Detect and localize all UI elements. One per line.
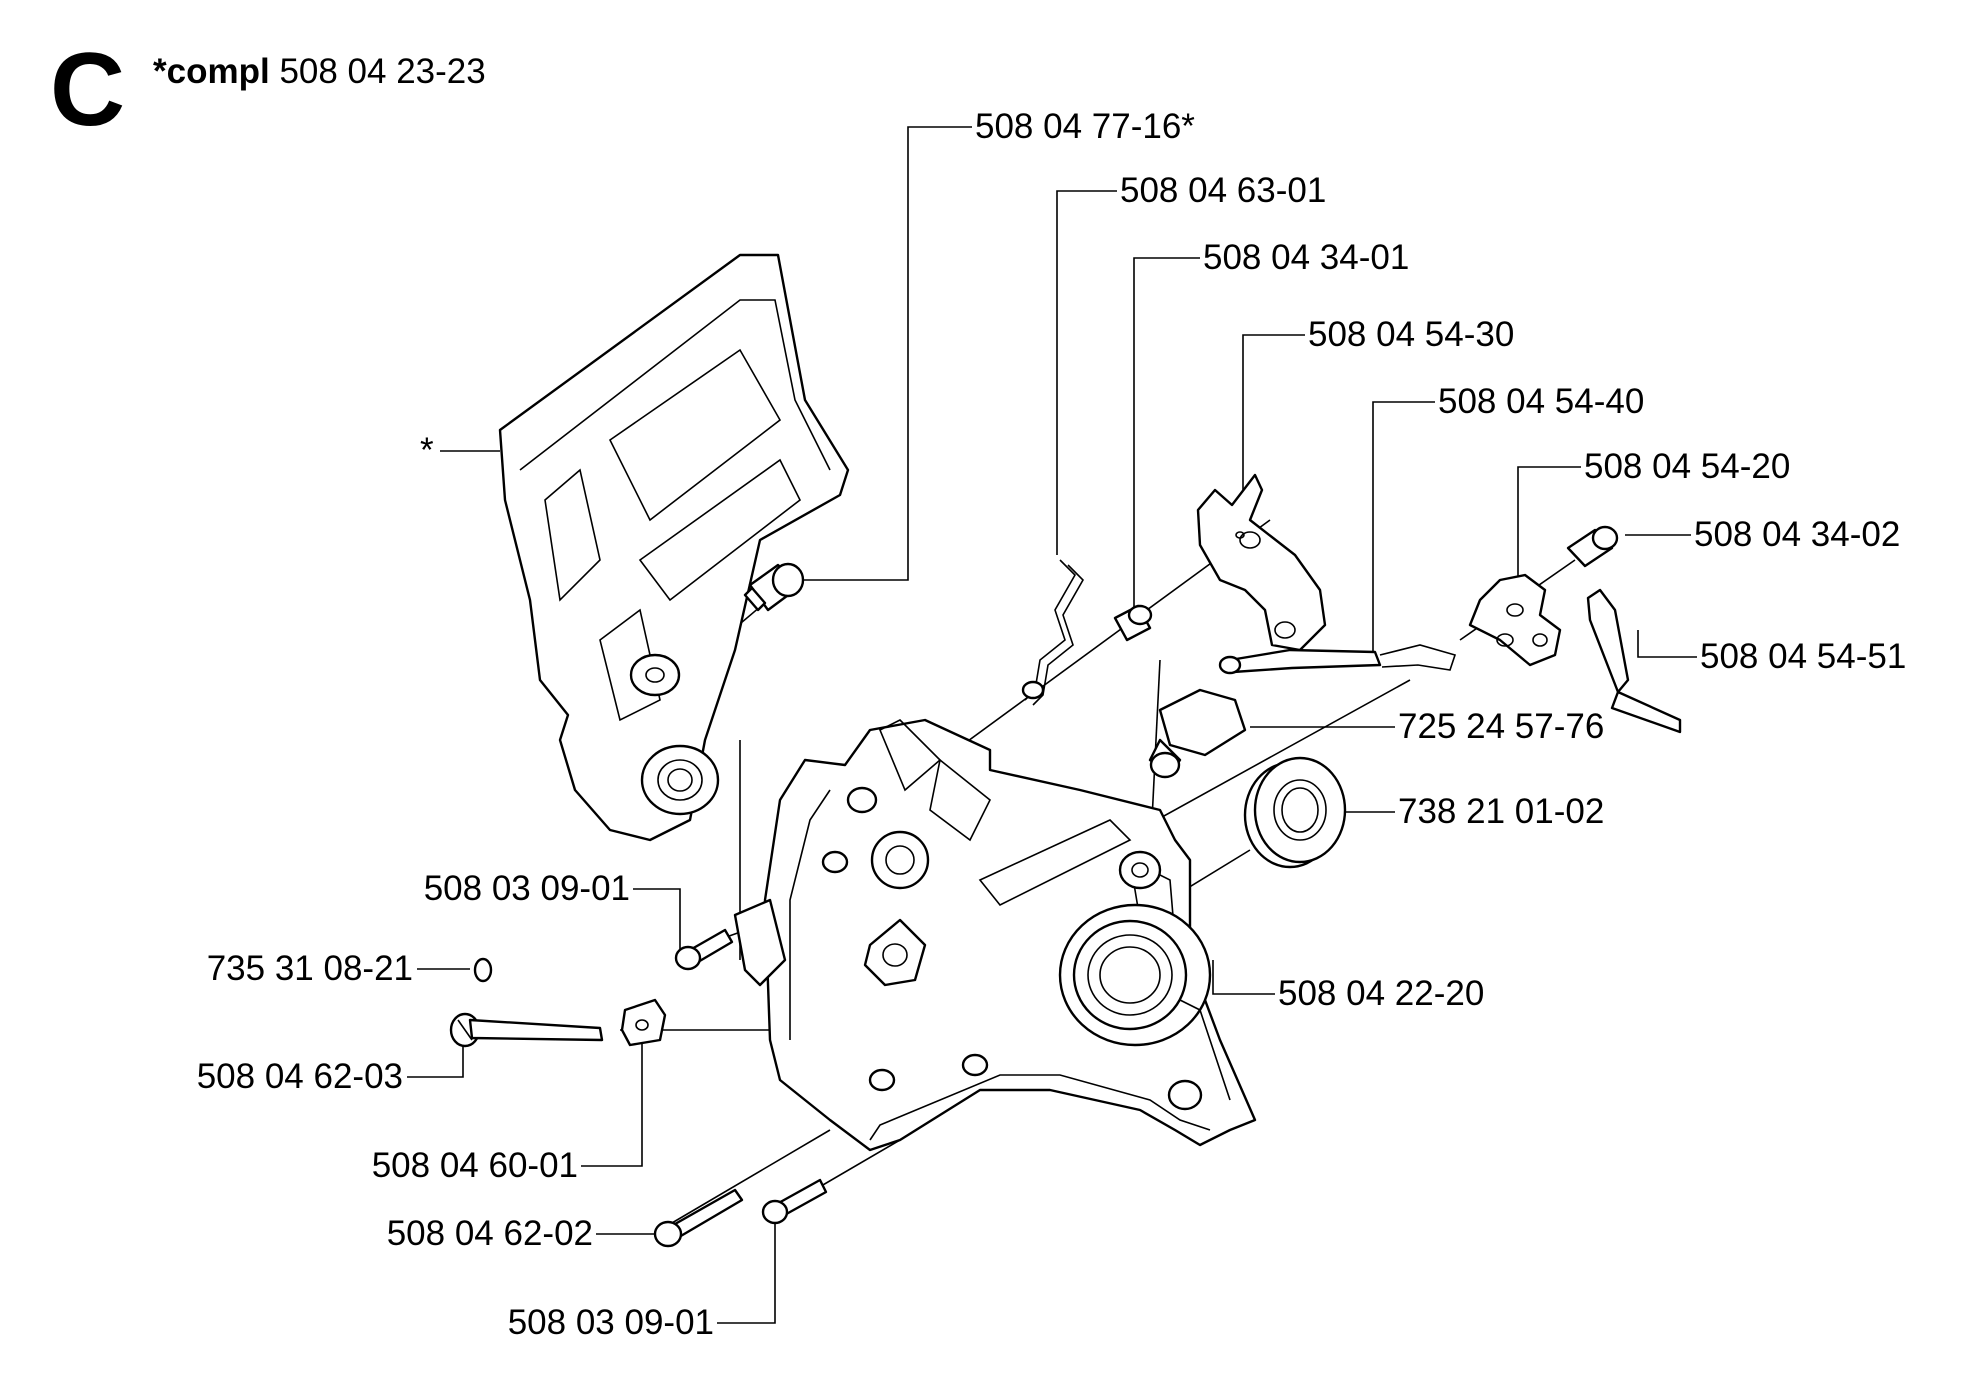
callout-508-04-63-01: 508 04 63-01 xyxy=(1120,171,1327,210)
callout-725-24-57-76: 725 24 57-76 xyxy=(1398,707,1605,746)
leader-c3 xyxy=(1133,257,1200,610)
control-rod xyxy=(1218,644,1457,675)
leader-c5 xyxy=(1372,401,1435,655)
leader-c12 xyxy=(633,888,681,950)
callout-508-04-62-03: 508 04 62-03 xyxy=(196,1057,403,1096)
leader-c17 xyxy=(717,1220,776,1324)
retaining-ring xyxy=(473,957,493,983)
callout-508-04-34-02: 508 04 34-02 xyxy=(1694,515,1901,554)
spring-clip xyxy=(1021,559,1084,706)
callout-508-04-34-01: 508 04 34-01 xyxy=(1203,238,1410,277)
callout-508-04-54-30: 508 04 54-30 xyxy=(1308,315,1515,354)
callout-508-04-62-02: 508 04 62-02 xyxy=(386,1214,593,1253)
lever-plate xyxy=(1196,473,1327,652)
leader-c14 xyxy=(407,1045,464,1078)
small-pin-2 xyxy=(1566,525,1619,568)
screw-upper xyxy=(674,928,734,971)
callout-508-04-54-40: 508 04 54-40 xyxy=(1438,382,1645,421)
tensioner-nut xyxy=(620,998,667,1047)
callout-508-04-77-16: 508 04 77-16* xyxy=(975,107,1195,146)
axis-line-7 xyxy=(659,1129,831,1231)
screw-long xyxy=(653,1188,744,1248)
callout-735-31-08-21: 735 31 08-21 xyxy=(206,949,413,988)
chain-catcher xyxy=(733,898,787,987)
callout-508-04-54-20: 508 04 54-20 xyxy=(1584,447,1791,486)
callout-asterisk: * xyxy=(420,431,434,470)
crankcase xyxy=(763,718,1257,1152)
assembly-header: *compl 508 04 23-23 xyxy=(153,52,486,92)
crank-rod xyxy=(1586,588,1682,734)
screw-lower xyxy=(761,1178,828,1225)
callout-508-03-09-01-lower: 508 03 09-01 xyxy=(507,1303,714,1342)
callout-508-03-09-01-upper: 508 03 09-01 xyxy=(423,869,630,908)
leader-c8 xyxy=(1637,630,1697,658)
compl-prefix: *compl xyxy=(153,52,270,91)
chain-cover xyxy=(498,253,850,842)
leader-c1 xyxy=(790,126,972,581)
leader-c11 xyxy=(1212,960,1275,995)
callout-508-04-22-20: 508 04 22-20 xyxy=(1278,974,1485,1013)
leader-c2 xyxy=(1056,190,1117,555)
leader-c15 xyxy=(581,1030,643,1167)
cover-stud xyxy=(743,562,805,612)
bushing xyxy=(1148,688,1247,779)
callout-738-21-01-02: 738 21 01-02 xyxy=(1398,792,1605,831)
adjuster-screw xyxy=(449,1012,604,1048)
compl-number: 508 04 23-23 xyxy=(279,52,486,91)
ball-bearing xyxy=(1243,756,1347,869)
callout-508-04-60-01: 508 04 60-01 xyxy=(371,1146,578,1185)
small-pin-1 xyxy=(1113,604,1153,642)
section-letter: C xyxy=(50,32,126,148)
leader-c6 xyxy=(1517,466,1581,580)
callout-508-04-54-51: 508 04 54-51 xyxy=(1700,637,1907,676)
lever-arm xyxy=(1468,573,1562,667)
leader-c4 xyxy=(1242,334,1305,490)
